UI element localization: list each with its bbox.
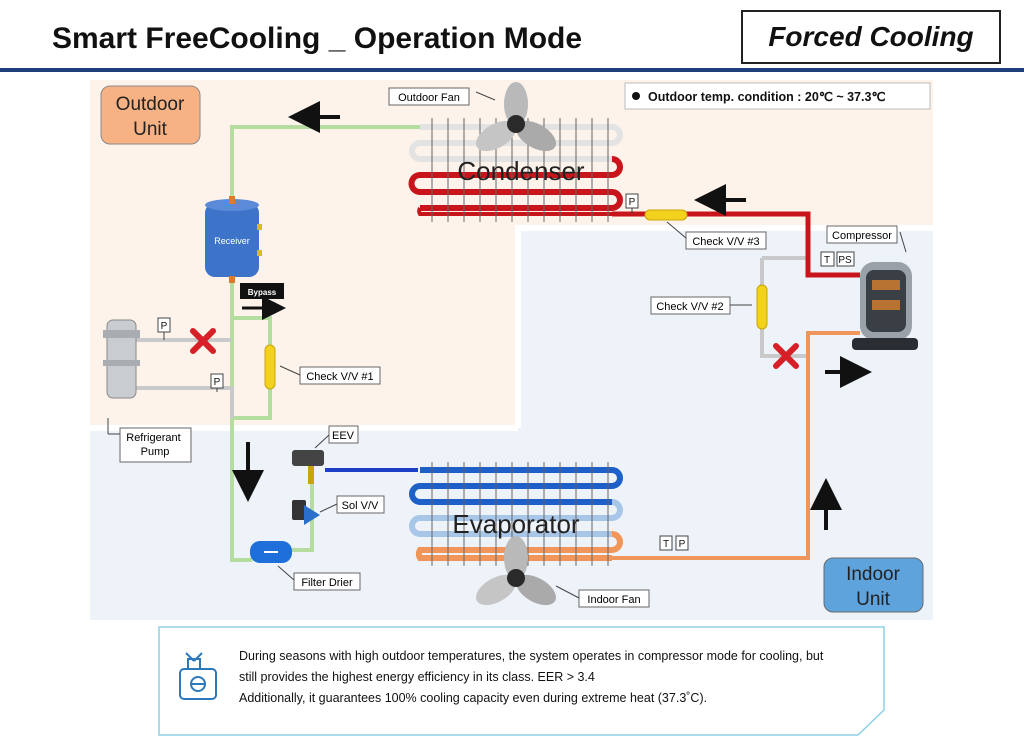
page-title: Smart FreeCooling _ Operation Mode: [52, 22, 583, 55]
pressure-switch: [836, 251, 855, 267]
check-vv-3-tag: [685, 231, 767, 250]
receiver-icon: [205, 196, 262, 283]
indoor-fan-tag: [578, 589, 650, 608]
temp-sensor-1-label: T: [824, 255, 830, 266]
sol-vv-label: Sol V/V: [342, 500, 379, 512]
outdoor-fan-label: Outdoor Fan: [398, 92, 460, 104]
temp-sensor-1: [820, 251, 835, 267]
filter-drier-tag: [293, 572, 361, 591]
suction-line: [612, 331, 860, 560]
check-valve-1-icon: [264, 344, 276, 390]
evaporator-label: Evaporator: [452, 509, 580, 539]
pressure-sensor-3-label: P: [629, 197, 636, 208]
outdoor-fan-icon: [476, 82, 556, 152]
bypass-label: Bypass: [248, 288, 277, 297]
title-rule: [0, 68, 1024, 72]
check-vv-2-label: Check V/V #2: [656, 301, 723, 313]
mode-label: Forced Cooling: [768, 21, 974, 52]
blocked-x-icon-1: [190, 328, 216, 354]
check-vv-1-tag: [299, 366, 381, 385]
info-icon: [179, 652, 217, 700]
note-text: During seasons with high outdoor tempera…: [239, 646, 879, 709]
eev-label: EEV: [332, 430, 355, 442]
filter-drier-icon: [250, 541, 292, 563]
condenser-label: Condenser: [457, 156, 585, 186]
pressure-sensor-4: [675, 535, 689, 551]
mode-badge: Forced Cooling: [741, 10, 1001, 64]
note-box: [158, 626, 885, 736]
temp-sensor-2: [659, 535, 673, 551]
idle-lines: [136, 256, 808, 418]
indoor-fan-icon: [476, 536, 556, 606]
outdoor-fan-tag: [388, 87, 470, 106]
condition-text: Outdoor temp. condition : 20℃ ~ 37.3℃: [648, 90, 885, 104]
bypass-tag: [240, 283, 284, 299]
filter-drier-label: Filter Drier: [301, 577, 353, 589]
pressure-sensor-2-label: P: [214, 377, 221, 388]
indoor-unit-box: [823, 557, 924, 613]
pressure-sensor-4-label: P: [679, 539, 686, 550]
receiver-label: Receiver: [214, 236, 250, 246]
refrigerant-pump-icon: [103, 319, 140, 399]
condition-banner: [624, 82, 931, 110]
indoor-fan-label: Indoor Fan: [587, 594, 640, 606]
sol-valve-icon: [292, 500, 320, 525]
blocked-x-icon-2: [773, 343, 799, 369]
temp-sensor-2-label: T: [663, 539, 669, 550]
eev-icon: [292, 450, 324, 484]
check-valve-3-icon: [644, 209, 688, 221]
check-vv-1-label: Check V/V #1: [306, 371, 373, 383]
refrigerant-pump-label: Refrigerant Pump: [126, 432, 183, 458]
check-vv-3-label: Check V/V #3: [692, 236, 759, 248]
check-valve-2-icon: [756, 284, 768, 330]
compressor-label: Compressor: [832, 230, 892, 242]
compressor-icon: [852, 262, 918, 350]
compressor-tag: [826, 225, 898, 244]
pressure-sensor-1-label: P: [161, 321, 168, 332]
note-line-1: During seasons with high outdoor tempera…: [239, 649, 824, 663]
pressure-switch-label: PS: [838, 255, 852, 266]
refrigerant-pump-tag: [119, 427, 192, 463]
outdoor-unit-box: [100, 85, 201, 145]
outdoor-zone: [90, 80, 933, 428]
note-line-2: still provides the highest energy effici…: [239, 670, 595, 684]
evaporator-coil: [409, 462, 623, 566]
note-line-3: Additionally, it guarantees 100% cooling…: [239, 691, 708, 705]
eev-tag: [328, 425, 359, 444]
